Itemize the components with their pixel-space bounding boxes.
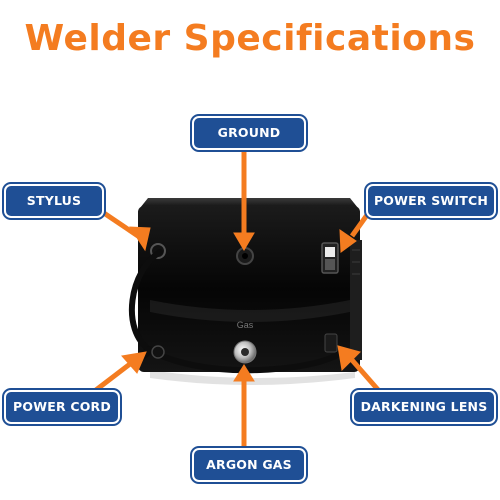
power-cord-cable [128,249,348,374]
device-top [140,198,358,208]
page-title: Welder Specifications [24,18,476,59]
label-darkening-lens: DARKENING LENS [352,390,496,424]
label-argon-gas: ARGON GAS [192,448,306,482]
label-power-cord: POWER CORD [4,390,120,424]
device-highlight [150,300,350,322]
welder-device: Gas [128,198,362,385]
device-body [138,206,360,372]
arrow-power-cord [90,362,132,395]
side-vent-panel [350,240,362,360]
gas-marking: Gas [237,320,254,330]
label-ground: GROUND [192,116,306,150]
label-power-switch: POWER SWITCH [366,184,496,218]
label-stylus: STYLUS [4,184,104,218]
arrow-darkening-lens [350,358,382,394]
darkening-lens-connector [324,333,338,353]
device-shadow [150,370,355,385]
power-cord-plug [151,345,165,359]
